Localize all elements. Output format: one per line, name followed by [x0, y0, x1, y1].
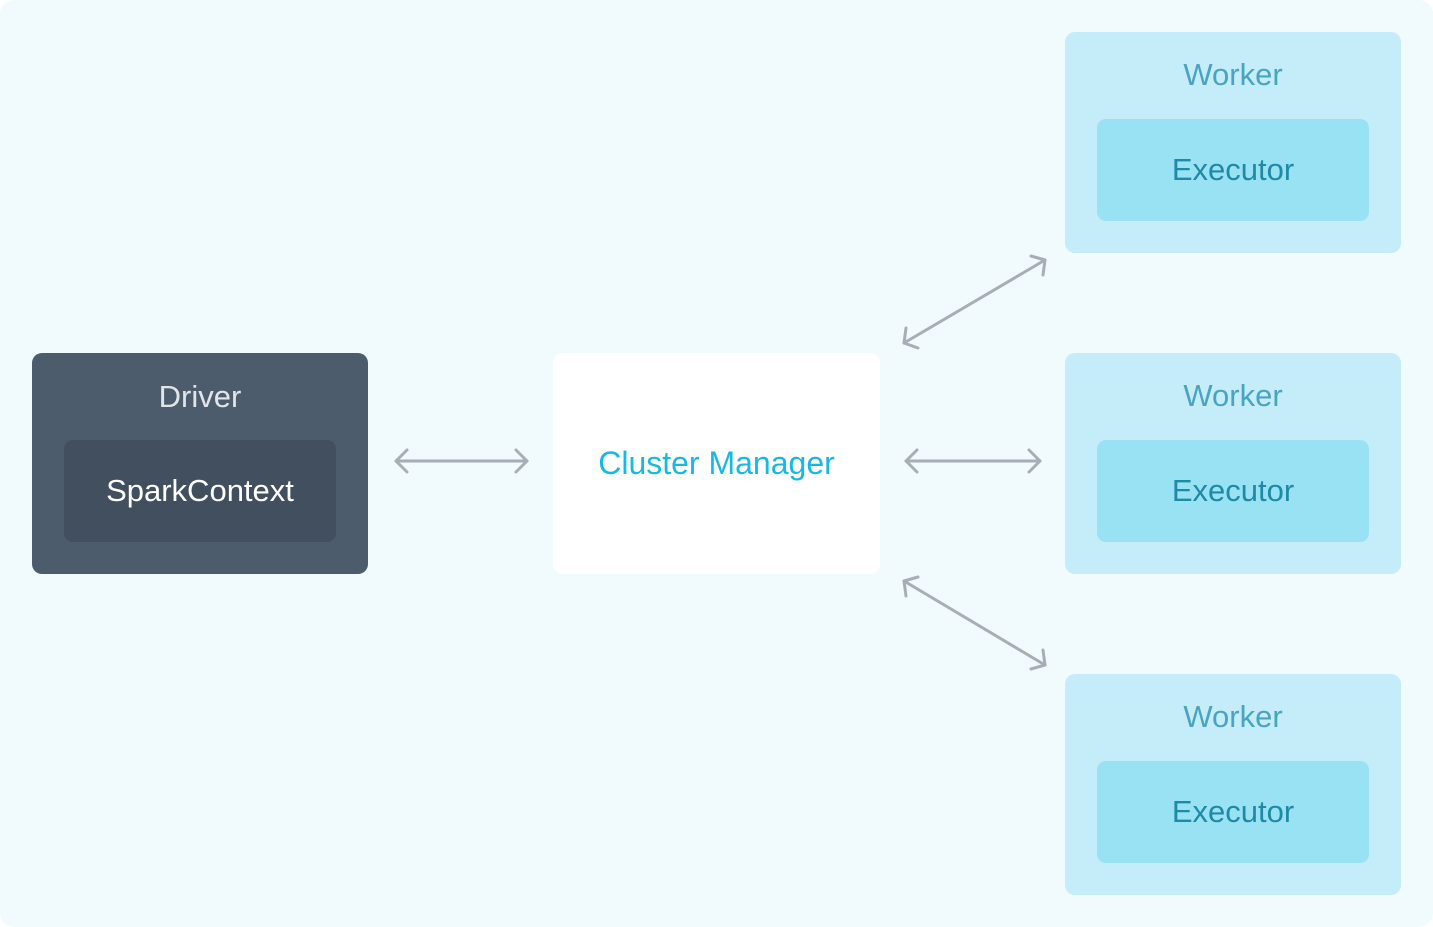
executor-box: Executor [1097, 761, 1369, 863]
driver-manager-arrow [394, 448, 529, 474]
executor-box: Executor [1097, 440, 1369, 542]
manager-worker1-arrow [902, 254, 1047, 350]
worker-box-2: Worker Executor [1065, 353, 1401, 574]
driver-title: Driver [158, 379, 242, 414]
worker-title: Worker [1183, 699, 1283, 734]
manager-worker3-arrow [902, 575, 1047, 671]
cluster-manager-label: Cluster Manager [598, 445, 835, 481]
worker-box-1: Worker Executor [1065, 32, 1401, 253]
manager-worker2-arrow [904, 448, 1042, 474]
spark-context-box: SparkContext [64, 440, 336, 542]
worker-box-3: Worker Executor [1065, 674, 1401, 895]
executor-box: Executor [1097, 119, 1369, 221]
driver-box: Driver SparkContext [32, 353, 368, 574]
cluster-manager-box: Cluster Manager [553, 353, 880, 574]
worker-title: Worker [1183, 378, 1283, 413]
worker-title: Worker [1183, 57, 1283, 92]
